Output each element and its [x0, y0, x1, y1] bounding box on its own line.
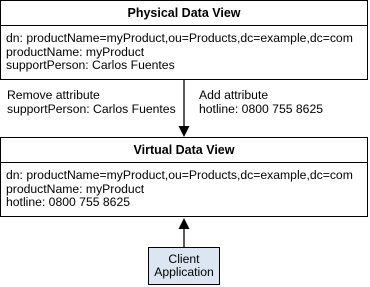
remove-attribute-value: supportPerson: Carlos Fuentes: [7, 101, 176, 116]
physical-product-name-line: productName: myProduct: [6, 44, 145, 59]
virtual-dn-line: dn: productName=myProduct,ou=Products,dc…: [6, 168, 353, 182]
client-application-label-line1: Client: [168, 251, 200, 266]
physical-data-view-title: Physical Data View: [1, 1, 367, 26]
add-attribute-annotation: Add attribute hotline: 0800 755 8625: [199, 88, 324, 116]
virtual-product-name-line: productName: myProduct: [6, 181, 145, 196]
physical-support-person-line: supportPerson: Carlos Fuentes: [6, 58, 175, 72]
physical-dn-line: dn: productName=myProduct,ou=Products,dc…: [6, 31, 353, 45]
physical-to-virtual-arrow: [178, 80, 190, 137]
virtual-data-view-title: Virtual Data View: [1, 138, 367, 163]
client-application-label-line2: Application: [154, 265, 214, 279]
physical-data-view-entry: dn: productName=myProduct,ou=Products,dc…: [1, 26, 367, 73]
remove-attribute-label: Remove attribute: [7, 88, 100, 102]
virtual-data-view-box: Virtual Data View dn: productName=myProd…: [0, 137, 368, 217]
remove-attribute-annotation: Remove attribute supportPerson: Carlos F…: [7, 88, 176, 116]
client-to-virtual-arrow: [178, 218, 190, 247]
add-attribute-label: Add attribute: [199, 88, 269, 102]
virtual-data-view-entry: dn: productName=myProduct,ou=Products,dc…: [1, 163, 367, 210]
virtual-hotline-line: hotline: 0800 755 8625: [6, 195, 131, 209]
add-attribute-value: hotline: 0800 755 8625: [199, 101, 324, 116]
client-application-box: Client Application: [148, 247, 220, 285]
physical-data-view-box: Physical Data View dn: productName=myPro…: [0, 0, 368, 80]
